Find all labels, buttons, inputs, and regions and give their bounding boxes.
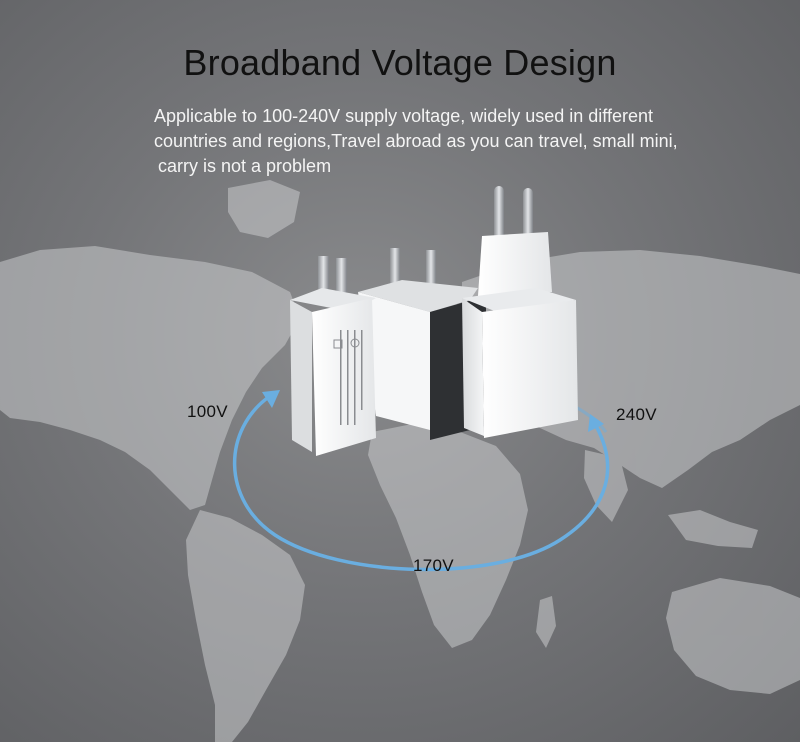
description-line-2: countries and regions,Travel abroad as y…	[154, 131, 678, 151]
description-block: Applicable to 100-240V supply voltage, w…	[154, 104, 754, 179]
voltage-label-100v: 100V	[187, 402, 228, 421]
pin-us-left	[318, 256, 329, 302]
pin-eu-left	[494, 186, 504, 242]
charger-spec-print	[333, 330, 363, 425]
charger-black-face	[358, 292, 430, 430]
region-southeast-asia	[668, 510, 758, 548]
charger-eu-neck	[478, 232, 552, 296]
pin-eu-right	[523, 188, 533, 244]
description-line-1: Applicable to 100-240V supply voltage, w…	[154, 106, 653, 126]
continent-south-america	[186, 510, 305, 742]
charger-black-top	[358, 280, 478, 312]
arc-arrowhead-right-icon	[588, 414, 604, 432]
pin-us-right	[336, 258, 347, 302]
charger-us-front	[312, 298, 376, 456]
arc-arrowhead-left-icon	[262, 390, 280, 408]
pin-black-left	[390, 248, 400, 292]
description-line-3: carry is not a problem	[158, 156, 332, 176]
pin-black-right	[426, 250, 436, 292]
voltage-label-170v: 170V	[413, 556, 454, 575]
continent-north-america	[0, 246, 300, 510]
charger-us-left-face	[290, 300, 312, 452]
continent-greenland	[228, 180, 300, 238]
region-madagascar	[536, 596, 556, 648]
continent-africa	[368, 424, 528, 648]
charger-eu-top	[462, 288, 576, 314]
charger-white-us	[290, 256, 376, 456]
voltage-label-240v: 240V	[616, 405, 657, 424]
charger-eu-side	[462, 298, 484, 436]
charger-white-eu	[462, 186, 578, 438]
continent-australia	[666, 578, 800, 694]
charger-eu-front	[482, 300, 578, 438]
page-title: Broadband Voltage Design	[183, 42, 617, 83]
voltage-arc-front	[232, 394, 610, 572]
